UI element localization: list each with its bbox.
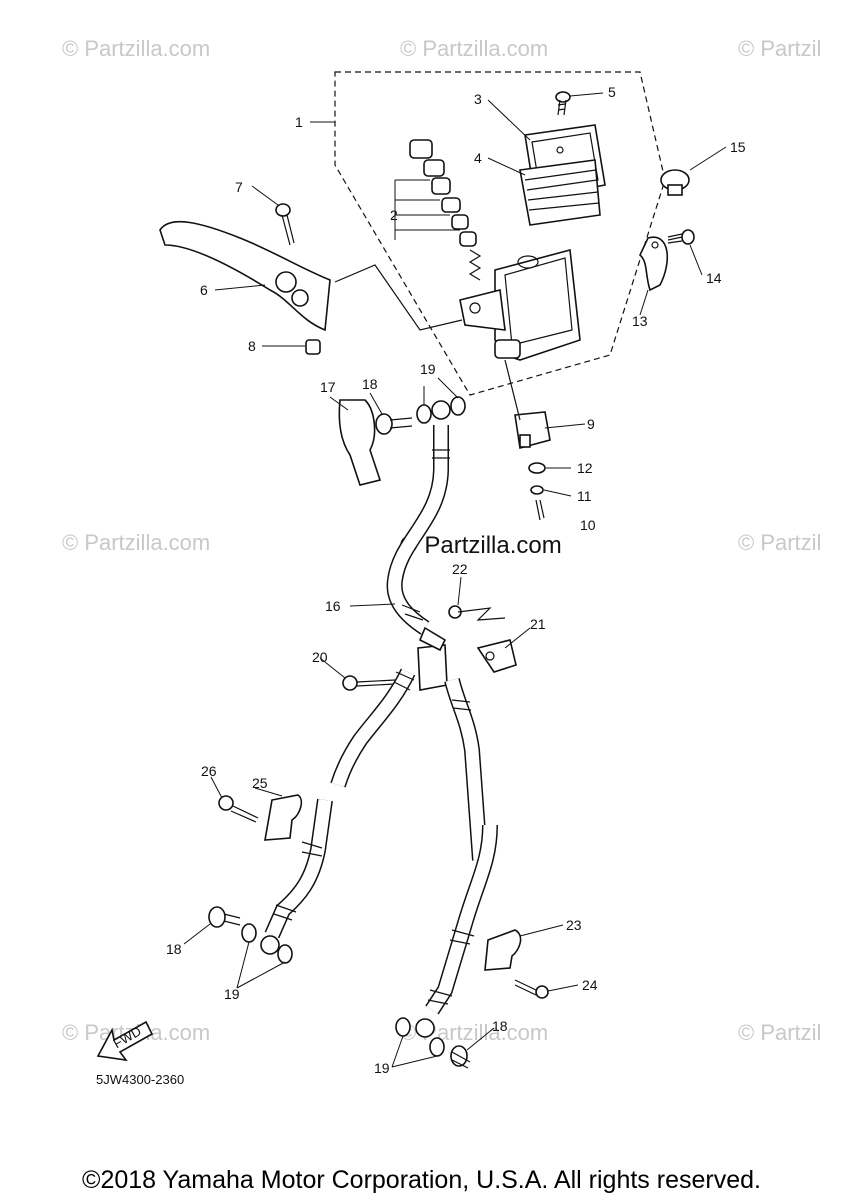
banjo-cover xyxy=(338,399,382,486)
mirror-cap xyxy=(660,169,690,196)
callouts: 1 2 3 4 5 6 7 8 9 10 11 12 13 14 15 16 1… xyxy=(166,84,746,1076)
callout-2: 2 xyxy=(390,207,398,223)
watermark: © Partzil xyxy=(738,36,821,61)
hose-clamp-right xyxy=(484,929,549,999)
lever-bolt xyxy=(275,203,295,246)
union-hardware-left xyxy=(208,906,293,964)
callout-22: 22 xyxy=(452,561,468,577)
callout-5: 5 xyxy=(608,84,616,100)
switch-hardware xyxy=(528,462,546,521)
master-cylinder-holder xyxy=(639,236,668,292)
callout-25: 25 xyxy=(252,775,268,791)
hose-joint xyxy=(417,626,448,691)
callout-13: 13 xyxy=(632,313,648,329)
callout-17: 17 xyxy=(320,379,336,395)
watermarks: © Partzilla.com © Partzilla.com © Partzi… xyxy=(62,36,821,1045)
callout-1: 1 xyxy=(295,114,303,130)
holder-bolt xyxy=(667,229,695,245)
callout-18: 18 xyxy=(362,376,378,392)
callout-11: 11 xyxy=(577,488,592,504)
union-bolt-upper xyxy=(375,413,413,435)
callout-19-lower-right: 19 xyxy=(374,1060,390,1076)
callout-10: 10 xyxy=(580,517,596,533)
brake-hose-right-upper xyxy=(444,678,488,861)
watermark: © Partzil xyxy=(738,530,821,555)
master-cylinder-body xyxy=(459,248,581,361)
brake-switch xyxy=(504,359,551,450)
brake-hose-left-upper xyxy=(330,668,416,788)
diaphragm xyxy=(519,159,601,226)
callout-9: 9 xyxy=(587,416,595,432)
callout-21: 21 xyxy=(530,616,546,632)
leader-lines xyxy=(183,92,727,1068)
joint-stay xyxy=(448,605,517,673)
cap-screw xyxy=(555,91,571,116)
callout-3: 3 xyxy=(474,91,482,107)
callout-18-lower-left: 18 xyxy=(166,941,182,957)
parts-diagram: © Partzilla.com © Partzilla.com © Partzi… xyxy=(62,36,821,1087)
watermark: © Partzil xyxy=(738,1020,821,1045)
watermark: © Partzilla.com xyxy=(62,36,210,61)
callout-8: 8 xyxy=(248,338,256,354)
callout-20: 20 xyxy=(312,649,328,665)
assembly-outline xyxy=(334,71,666,396)
callout-15: 15 xyxy=(730,139,746,155)
copper-washers-upper xyxy=(416,396,466,424)
callout-14: 14 xyxy=(706,270,722,286)
callout-4: 4 xyxy=(474,150,482,166)
callout-12: 12 xyxy=(577,460,593,476)
center-watermark: © Partzilla.com xyxy=(400,532,562,559)
diagram-code: 5JW4300-2360 xyxy=(96,1072,184,1087)
watermark: © Partzilla.com xyxy=(400,36,548,61)
brake-hose-right-lower xyxy=(415,824,498,1038)
callout-6: 6 xyxy=(200,282,208,298)
brake-hose-main xyxy=(386,400,451,635)
copyright-notice: ©2018 Yamaha Motor Corporation, U.S.A. A… xyxy=(82,1166,761,1194)
callout-7: 7 xyxy=(235,179,243,195)
callout-16: 16 xyxy=(325,598,341,614)
hose-clamp-left xyxy=(218,794,303,841)
joint-bolt xyxy=(342,675,396,691)
callout-26: 26 xyxy=(201,763,217,779)
callout-18-lower-right: 18 xyxy=(492,1018,508,1034)
piston-kit xyxy=(394,139,482,281)
callout-23: 23 xyxy=(566,917,582,933)
watermark: © Partzilla.com xyxy=(62,530,210,555)
callout-24: 24 xyxy=(582,977,598,993)
callout-19: 19 xyxy=(420,361,436,377)
lever-nut xyxy=(305,339,321,355)
brake-hose-left-lower xyxy=(260,798,333,955)
brake-lever xyxy=(159,220,463,332)
callout-19-lower-left: 19 xyxy=(224,986,240,1002)
